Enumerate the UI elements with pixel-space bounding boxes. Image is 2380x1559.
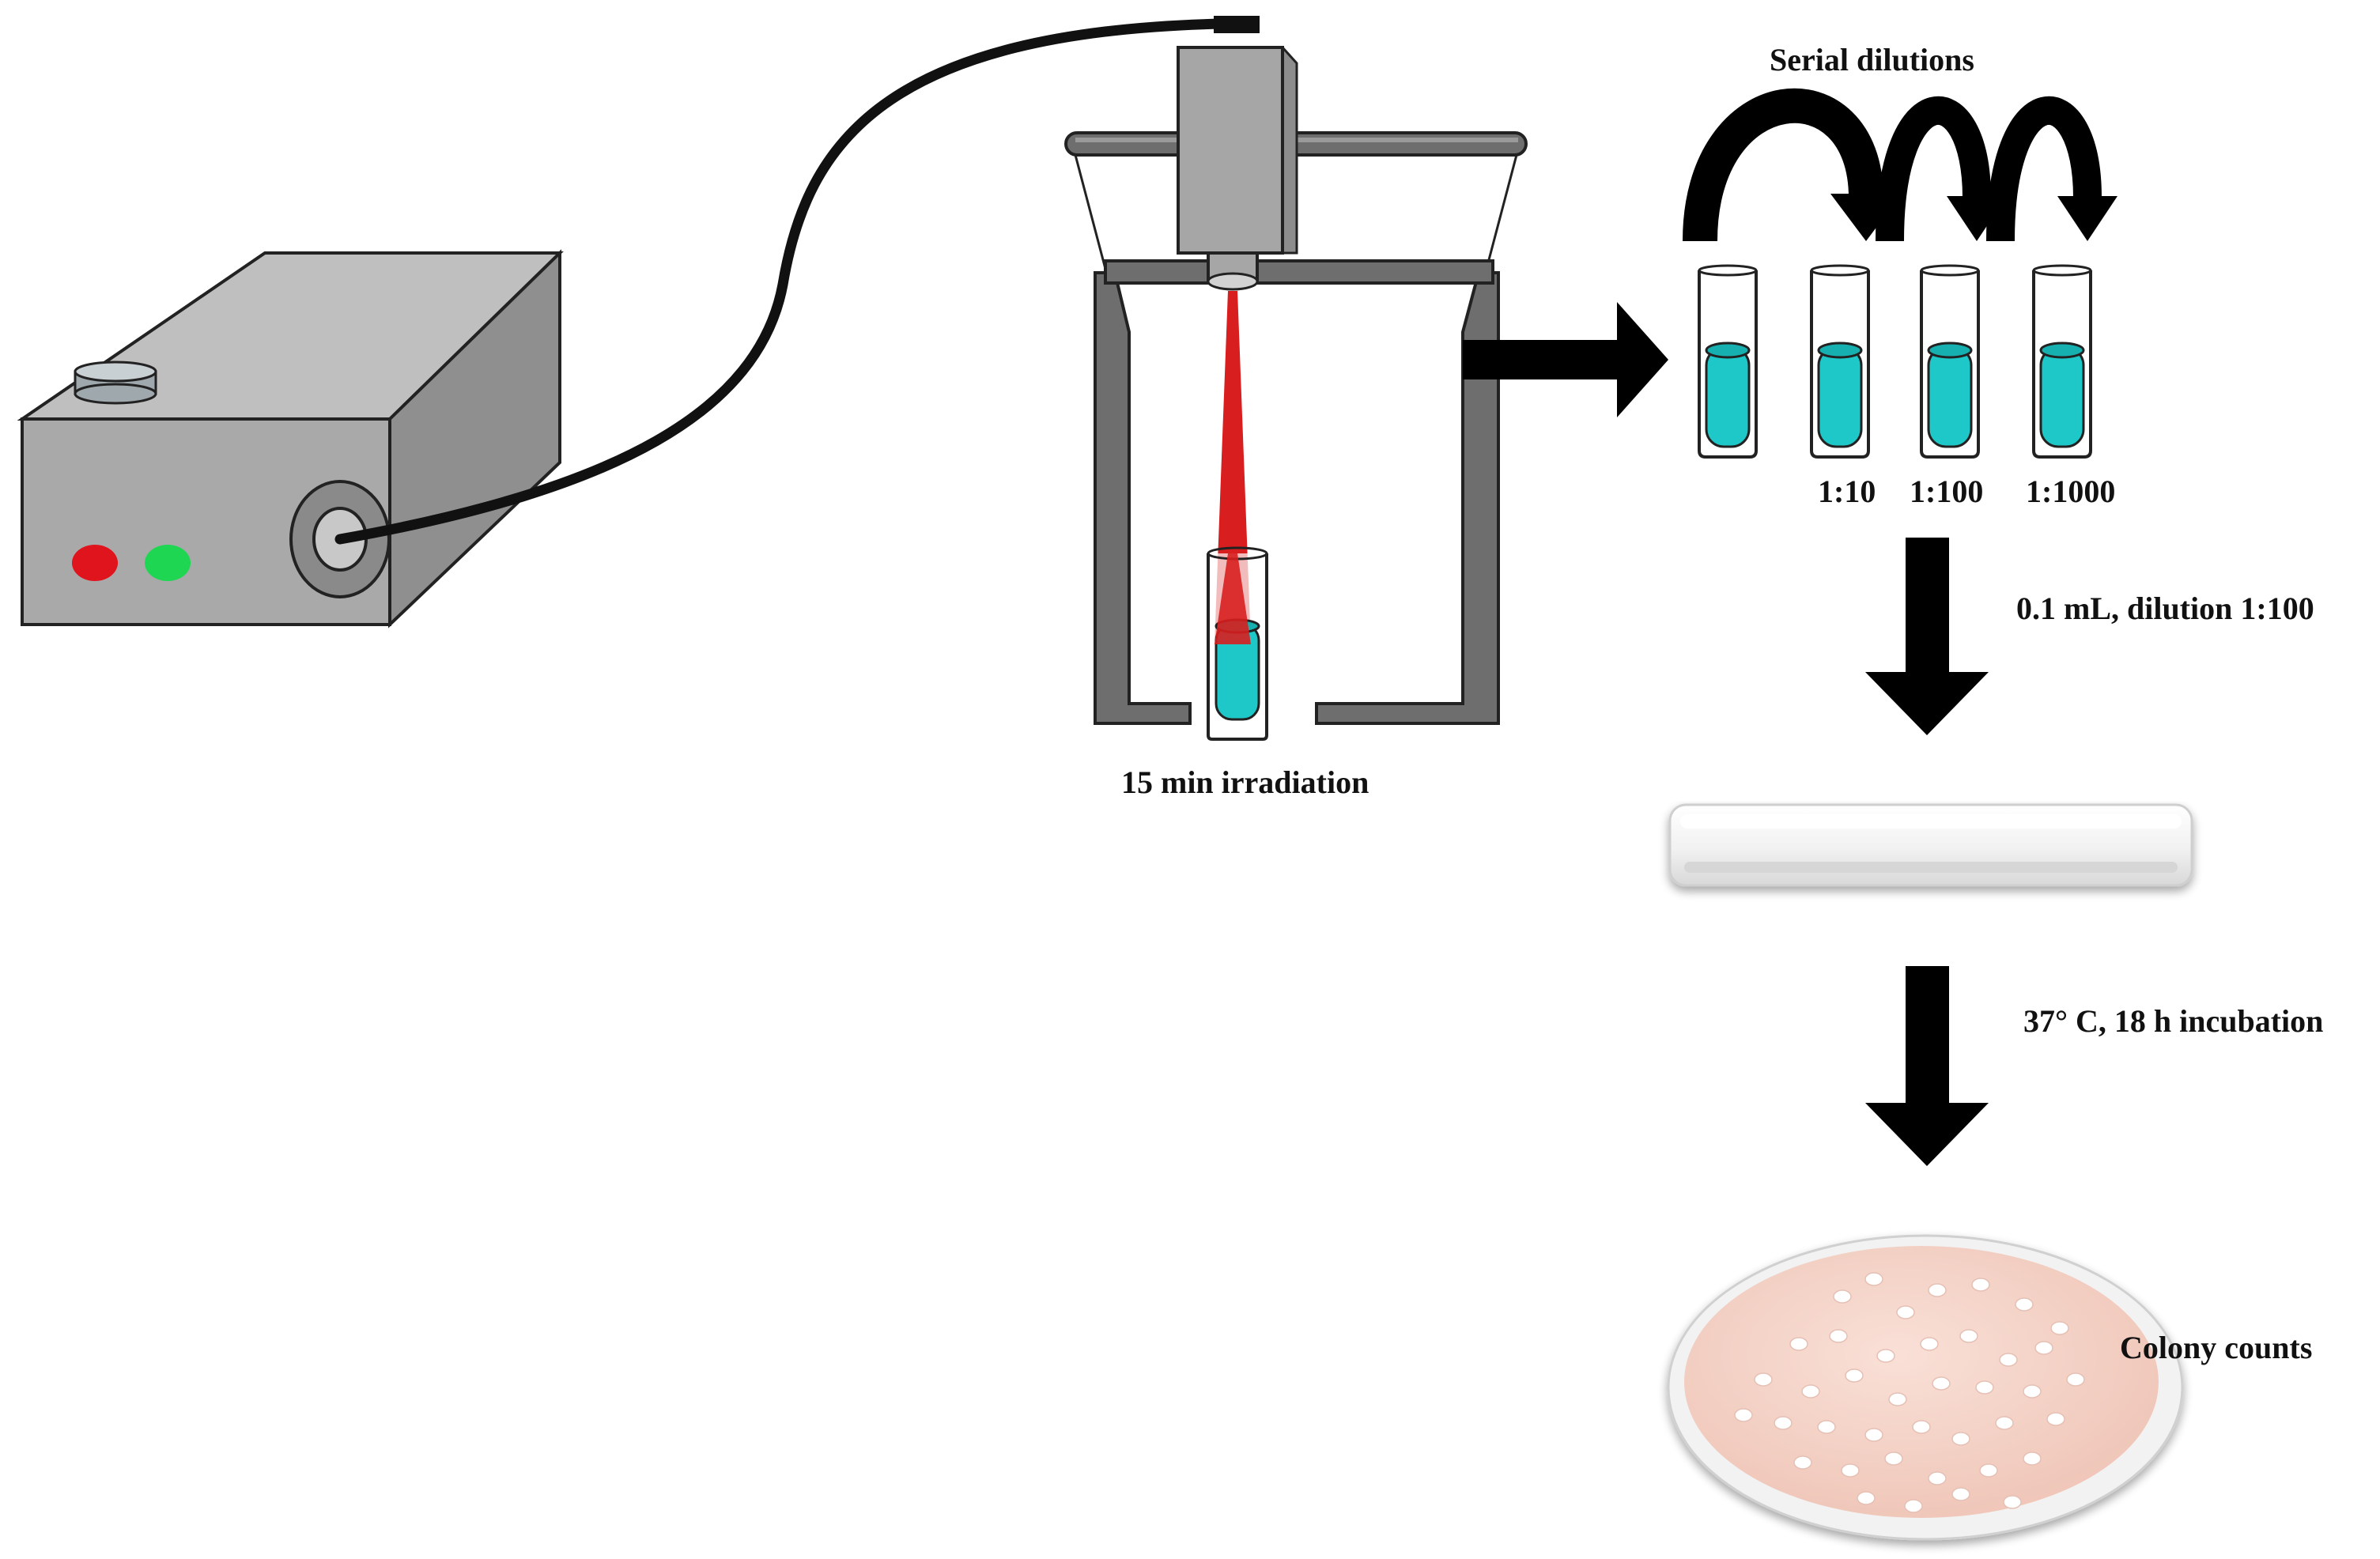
colony-dot	[1999, 1353, 2018, 1367]
colony-counts-label: Colony counts	[2120, 1330, 2313, 1365]
colony-dot	[2046, 1412, 2065, 1426]
serial-dilutions-label: Serial dilutions	[1770, 42, 1974, 77]
incubation-label: 37° C, 18 h incubation	[2023, 1003, 2324, 1039]
dilution-arrow-2-icon	[1876, 96, 1991, 242]
dilution-arrow-3-icon	[1986, 96, 2102, 242]
colony-dot	[1884, 1451, 1903, 1466]
colony-dot	[1876, 1349, 1895, 1363]
colony-dot	[2034, 1341, 2053, 1355]
colony-dot	[1817, 1420, 1836, 1434]
colony-dot	[1857, 1491, 1876, 1505]
colony-dot	[1995, 1416, 2014, 1430]
irradiation-stand-icon	[1064, 46, 1528, 741]
fiber-connector	[1214, 16, 1260, 33]
colony-dot	[1951, 1432, 1970, 1446]
test-tube-icon	[1920, 264, 1980, 459]
bacterial-colonies	[1734, 1272, 2085, 1513]
colony-dot	[1864, 1428, 1883, 1442]
colony-dot	[1971, 1278, 1990, 1292]
test-tube-icon	[2032, 264, 2092, 459]
dilution-arrow-1-icon	[1683, 88, 1883, 242]
colony-dot	[1959, 1329, 1978, 1343]
colony-dot	[1896, 1305, 1915, 1319]
device-knob-icon	[74, 360, 157, 405]
dilution-1-10-label: 1:10	[1818, 474, 1876, 509]
colony-dot	[1932, 1376, 1951, 1391]
green-led-icon	[145, 545, 191, 581]
process-arrow-right-icon	[1463, 302, 1668, 417]
test-tube-icon	[1698, 264, 1758, 459]
colony-dot	[1754, 1372, 1773, 1387]
colony-dot	[1833, 1289, 1852, 1304]
colony-dot	[1975, 1380, 1994, 1395]
test-tube-icon	[1810, 264, 1870, 459]
colony-dot	[2023, 1451, 2042, 1466]
irradiation-label: 15 min irradiation	[1121, 764, 1369, 800]
colony-dot	[2050, 1321, 2069, 1335]
colony-dot	[1928, 1471, 1947, 1485]
dilution-1-100-label: 1:100	[1910, 474, 1984, 509]
colony-dot	[1888, 1392, 1907, 1406]
process-arrow-down-1-icon	[1865, 538, 1989, 735]
colony-dot	[1774, 1416, 1793, 1430]
colony-dot	[1928, 1283, 1947, 1297]
optical-fiber-icon	[334, 18, 1227, 545]
colony-dot	[1829, 1329, 1848, 1343]
colony-dot	[1951, 1487, 1970, 1501]
colony-dot	[1841, 1463, 1860, 1478]
plating-volume-label: 0.1 mL, dilution 1:100	[2016, 591, 2314, 626]
colony-dot	[1912, 1420, 1931, 1434]
dilution-tubes	[1698, 264, 2092, 459]
irradiated-tube-icon	[1207, 546, 1268, 741]
colony-dot	[2066, 1372, 2085, 1387]
laser-head-icon	[1177, 46, 1298, 291]
colony-dot	[1789, 1337, 1808, 1351]
colony-dot	[2003, 1495, 2022, 1509]
colony-dot	[1864, 1272, 1883, 1286]
laser-device-icon	[17, 249, 564, 629]
colony-dot	[1734, 1408, 1753, 1422]
stand-left-leg	[1094, 271, 1192, 725]
colony-dot	[1920, 1337, 1939, 1351]
dilution-1-1000-label: 1:1000	[2026, 474, 2116, 509]
colony-dot	[2023, 1384, 2042, 1399]
stand-cross-bar	[1104, 259, 1494, 285]
colony-dot	[2015, 1297, 2034, 1312]
dilution-transfer-arrows	[1683, 88, 2117, 242]
agar-plate-icon	[1667, 1234, 2184, 1541]
colony-dot	[1801, 1384, 1820, 1399]
petri-dish-side-icon	[1668, 803, 2193, 887]
colony-dot	[1845, 1368, 1864, 1383]
colony-dot	[1979, 1463, 1998, 1478]
red-led-icon	[72, 545, 118, 581]
process-arrow-down-2-icon	[1865, 966, 1989, 1166]
colony-dot	[1904, 1499, 1923, 1513]
colony-dot	[1793, 1455, 1812, 1470]
